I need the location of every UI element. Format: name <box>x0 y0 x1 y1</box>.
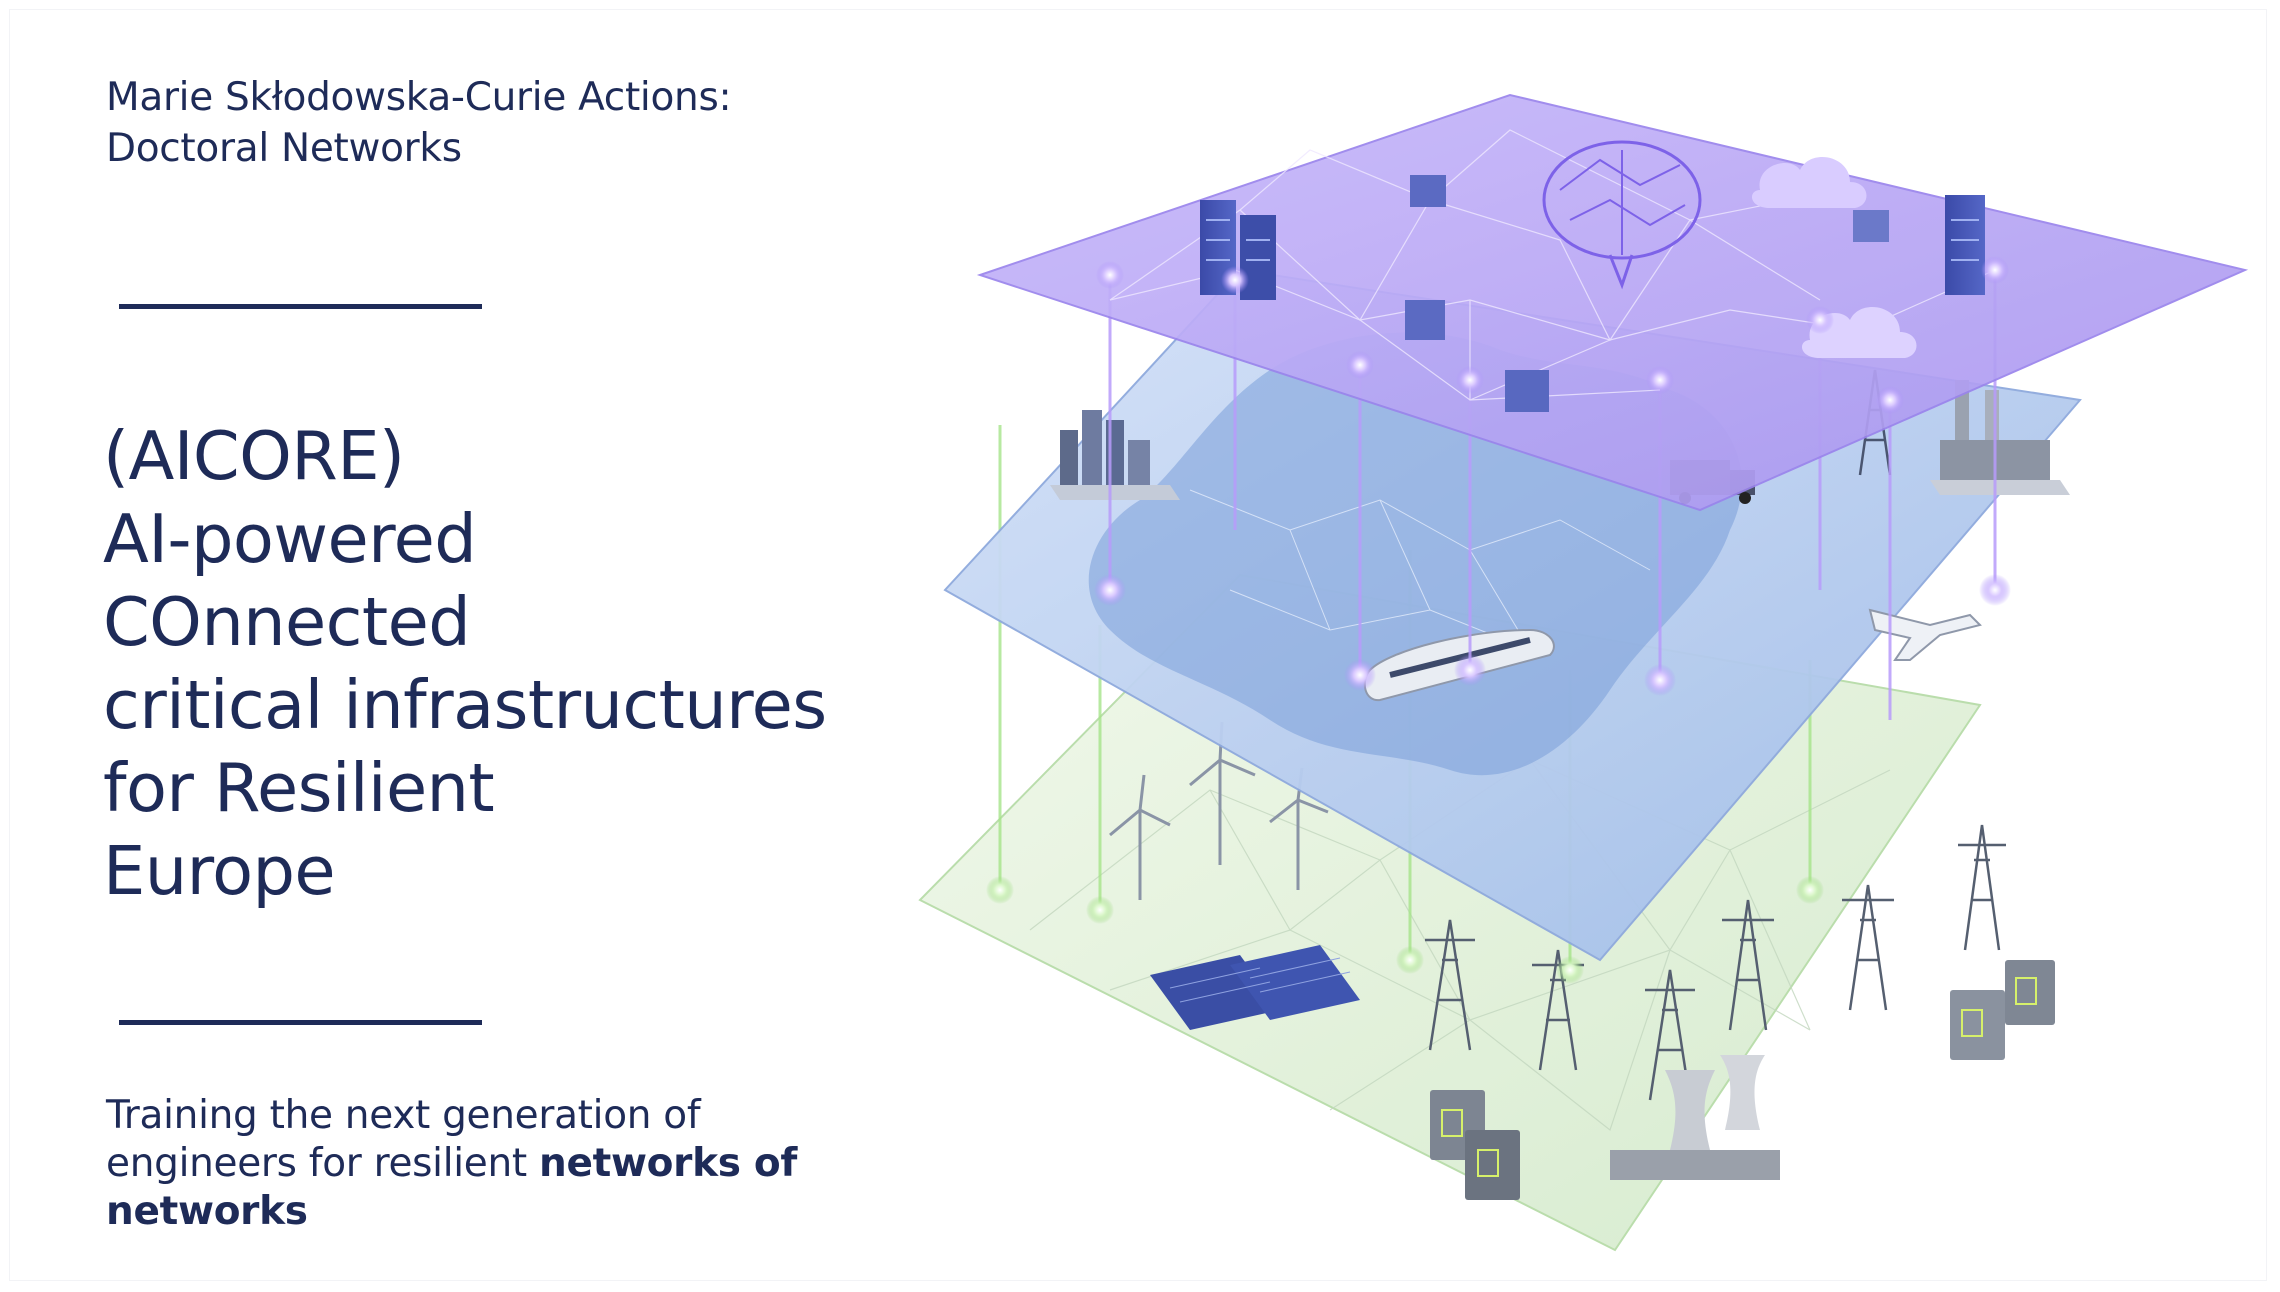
program-line-2: Doctoral Networks <box>106 126 462 171</box>
tagline: Training the next generation of engineer… <box>106 1092 866 1236</box>
program-heading: Marie Skłodowska-Curie Actions: Doctoral… <box>106 72 896 174</box>
title-line-5: for Resilient <box>103 749 495 827</box>
tagline-emphasis-2: networks <box>106 1189 308 1234</box>
title-line-2: AI-powered <box>103 500 477 578</box>
layered-network-illustration <box>918 93 2249 1252</box>
pylon-icon <box>1425 824 2006 1101</box>
city-icon <box>1050 410 1180 500</box>
bottom-divider <box>119 1020 482 1025</box>
title-line-3: COnnected <box>103 583 471 661</box>
title-line-6: Europe <box>103 832 336 910</box>
program-line-1: Marie Skłodowska-Curie Actions: <box>106 75 732 120</box>
ai-nodes <box>1096 256 2009 414</box>
airplane-icon <box>1868 608 1982 661</box>
top-divider <box>119 304 482 309</box>
title-line-1: (AICORE) <box>103 417 405 495</box>
battery-icon <box>1430 960 2055 1200</box>
slide: Marie Skłodowska-Curie Actions: Doctoral… <box>10 10 2266 1280</box>
tagline-emphasis-1: networks of <box>538 1141 798 1186</box>
server-icon <box>1200 175 1985 412</box>
project-title: (AICORE) AI-powered COnnected critical i… <box>103 415 903 913</box>
brain-icon <box>1542 140 1702 290</box>
map-nodes <box>1094 574 2011 696</box>
title-line-4: critical infrastructures <box>103 666 827 744</box>
energy-nodes <box>986 876 1824 984</box>
solar-panel-icon <box>1150 945 1360 1030</box>
wind-turbine-icon <box>1109 721 1329 900</box>
tagline-line-1: Training the next generation of <box>106 1093 701 1138</box>
cooling-tower-icon <box>1610 1055 1780 1180</box>
ai-cloud-layer <box>976 93 2249 512</box>
tagline-line-2: engineers for resilient <box>106 1141 539 1186</box>
